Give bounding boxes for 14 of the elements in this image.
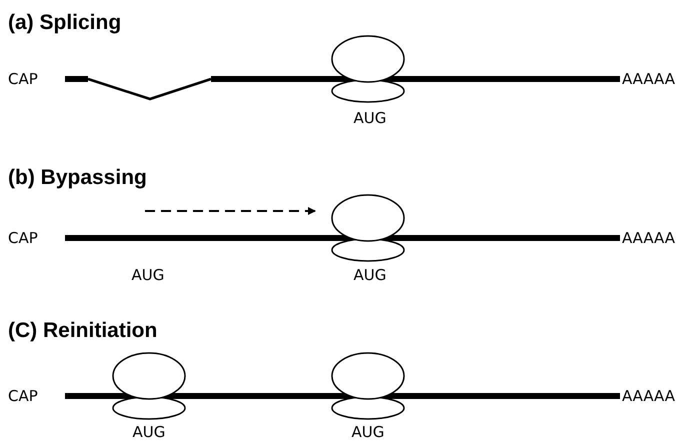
- poly-a-label: AAAAA: [622, 72, 675, 86]
- codon-label: AUG: [354, 110, 386, 126]
- codon-label: AUG: [354, 268, 386, 282]
- panel-heading: (b) Bypassing: [8, 166, 147, 188]
- cap-label: CAP: [8, 388, 38, 404]
- panel-heading: (a) Splicing: [8, 12, 122, 32]
- cap-label: CAP: [8, 72, 38, 86]
- panel-heading: (C) Reinitiation: [8, 320, 158, 340]
- poly-a-label: AAAAA: [622, 388, 675, 404]
- cap-label: CAP: [8, 230, 38, 246]
- codon-label: AUG: [132, 424, 166, 440]
- codon-label: AUG: [352, 424, 384, 440]
- codon-label: AUG: [132, 268, 164, 282]
- poly-a-label: AAAAA: [622, 230, 675, 246]
